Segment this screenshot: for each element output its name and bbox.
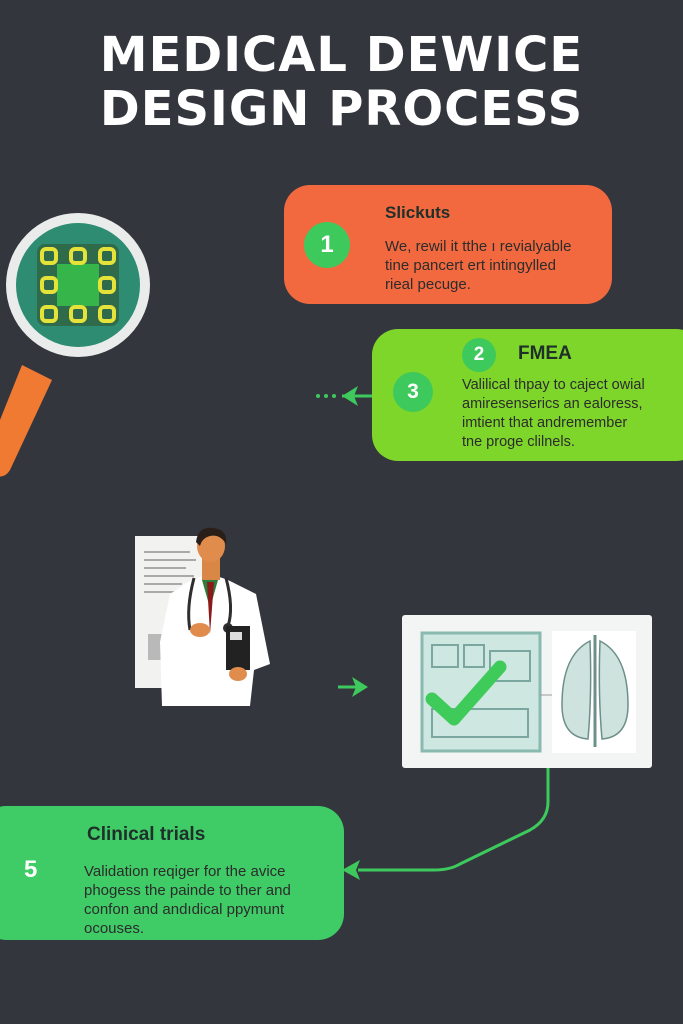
step-card-1: 1 Slickuts We, rewil it tthe ı revialyab… xyxy=(284,185,612,304)
page-title: MEDICAL DEWICE DESIGN PROCESS xyxy=(0,28,683,136)
monitor-checkmark-icon xyxy=(420,631,636,753)
step-number-badge: 2 xyxy=(462,338,496,372)
step-description-line: Valilical thpay to caject owial xyxy=(462,377,645,393)
step-number-badge: 1 xyxy=(304,222,350,268)
step-description-line: amiresenserics an ealoress, xyxy=(462,396,643,412)
title-line-1: MEDICAL DEWICE xyxy=(99,27,584,83)
step-description-line: rieal pecuge. xyxy=(385,276,471,293)
step-heading: Clinical trials xyxy=(87,824,206,845)
doctor-illustration xyxy=(135,527,270,706)
step-heading: Slickuts xyxy=(385,203,451,222)
connector-arrow xyxy=(342,768,550,880)
step-description: We, rewil it tthe ı revialyable tine pan… xyxy=(385,237,571,294)
arrow-right-icon xyxy=(338,677,368,697)
step-description-line: phogess the painde to ther and xyxy=(84,882,291,899)
step-description-line: imtient that andremember xyxy=(462,415,628,431)
step-card-5: 5 Clinical trials Validation reqiger for… xyxy=(0,806,344,940)
step-number: 5 xyxy=(24,856,38,883)
step-description-line: confon and andıdical ppymunt xyxy=(84,901,285,918)
step-description: Validation reqiger for the avice phogess… xyxy=(84,862,291,938)
step-description-line: ocouses. xyxy=(84,920,145,937)
title-line-2: DESIGN PROCESS xyxy=(99,81,584,137)
step-description: Valilical thpay to caject owial amiresen… xyxy=(462,376,645,452)
magnifier-chip-icon xyxy=(0,213,150,477)
step-description-line: tne proge clilnels. xyxy=(462,434,575,450)
step-description-line: We, rewil it tthe ı revialyable xyxy=(385,238,572,255)
step-description-line: Validation reqiger for the avice xyxy=(84,863,286,880)
step-description-line: tine pancert ert intingylled xyxy=(385,257,556,274)
arrow-left-icon xyxy=(316,386,372,406)
step-card-2: 2 FMEA 3 Valilical thpay to caject owial… xyxy=(372,329,683,461)
step-heading: FMEA xyxy=(518,343,572,364)
step-sub-number-badge: 3 xyxy=(393,372,433,412)
